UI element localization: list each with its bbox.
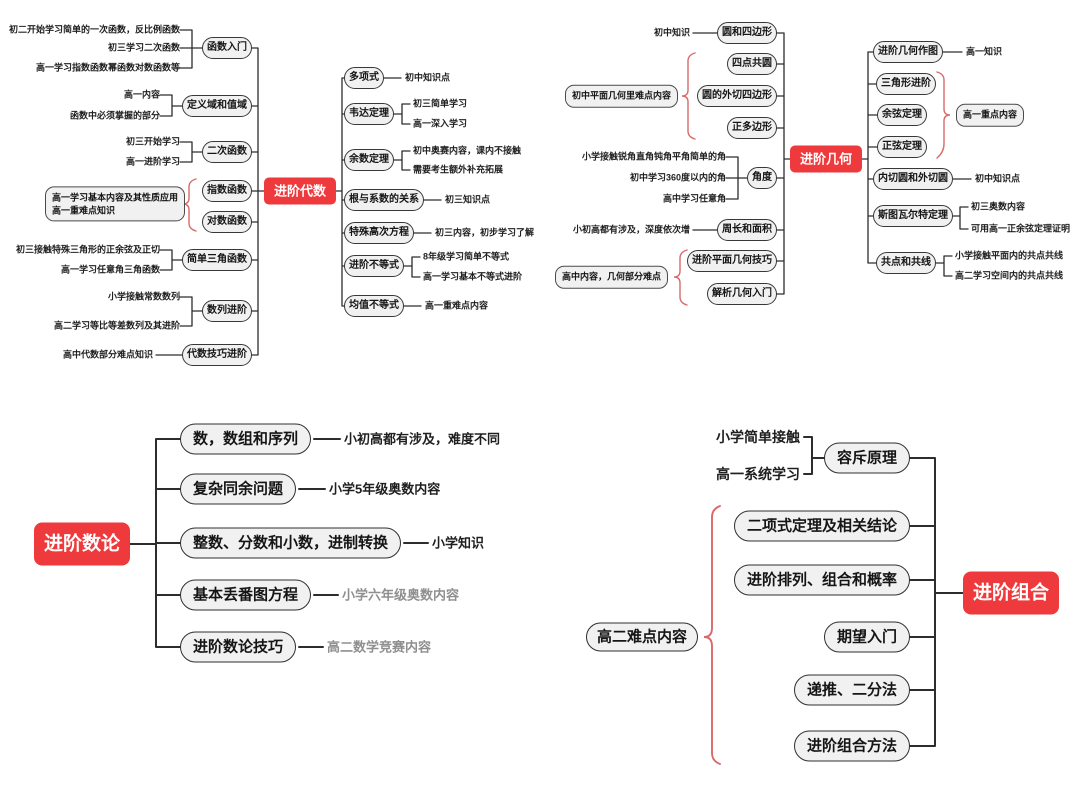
- topic-node: 简单三角函数: [182, 249, 252, 271]
- summary-box: 高二难点内容: [585, 622, 698, 652]
- note-text: 初三奥数内容: [971, 201, 1026, 212]
- topic-node: 指数函数: [202, 180, 252, 202]
- note-text: 高中学习任意角: [662, 193, 726, 204]
- topic-node: 整数、分数和小数，进制转换: [180, 527, 402, 559]
- note-text: 高一重难点内容: [425, 300, 489, 311]
- topic-node: 进阶不等式: [344, 255, 404, 277]
- topic-node: 余弦定理: [877, 104, 927, 126]
- topic-node: 圆和四边形: [717, 22, 777, 44]
- algebra-center-node: 进阶代数: [263, 177, 337, 205]
- topic-node: 容斥原理: [823, 442, 910, 474]
- note-text: 小初高都有涉及，难度不同: [344, 431, 501, 447]
- topic-node: 对数函数: [202, 211, 252, 233]
- topic-node: 基本丢番图方程: [180, 579, 312, 611]
- topic-node: 进阶排列、组合和概率: [733, 564, 910, 596]
- topic-node: 特殊高次方程: [344, 222, 414, 244]
- topic-node: 复杂同余问题: [180, 473, 297, 505]
- combinatorics-center-node: 进阶组合: [963, 571, 1060, 615]
- note-text: 高一进阶学习: [125, 156, 180, 167]
- summary-box: 高一学习基本内容及其性质应用 高一重难点知识: [44, 186, 185, 222]
- topic-node: 递推、二分法: [793, 674, 910, 706]
- note-text: 高一系统学习: [716, 466, 800, 482]
- note-text: 高一深入学习: [413, 118, 468, 129]
- note-text: 初三简单学习: [413, 98, 468, 109]
- topic-node: 进阶组合方法: [793, 730, 910, 762]
- topic-node: 内切圆和外切圆: [873, 168, 953, 190]
- topic-node: 进阶数论技巧: [180, 631, 297, 663]
- note-text: 初中奥赛内容，课内不接触: [413, 145, 522, 156]
- note-text: 高一知识: [966, 46, 1003, 57]
- topic-node: 定义域和值域: [182, 95, 252, 117]
- topic-node: 函数入门: [202, 37, 252, 59]
- topic-node: 二次函数: [202, 141, 252, 163]
- note-text: 初三内容，初步学习了解: [435, 227, 535, 238]
- note-text: 小学接触锐角直角钝角平角简单的角: [581, 151, 726, 162]
- topic-node: 进阶平面几何技巧: [687, 250, 777, 272]
- note-text: 8年级学习简单不等式: [423, 251, 510, 262]
- summary-box: 高一重点内容: [956, 103, 1025, 127]
- topic-node: 数列进阶: [202, 300, 252, 322]
- topic-node: 期望入门: [823, 621, 910, 653]
- note-text: 初三知识点: [445, 194, 491, 205]
- note-text: 初中学习360度以内的角: [629, 172, 726, 183]
- topic-node: 正弦定理: [877, 136, 927, 158]
- combinatorics-summary-brace: [703, 505, 721, 765]
- note-text: 高一学习指数函数幂函数对数函数等: [35, 62, 180, 73]
- note-text: 小学接触常数数列: [107, 291, 180, 302]
- topic-node: 余数定理: [344, 149, 394, 171]
- note-text: 小学简单接触: [716, 429, 800, 445]
- topic-node: 圆的外切四边形: [697, 85, 777, 107]
- topic-node: 二项式定理及相关结论: [733, 510, 910, 542]
- geometry-senior-brace: [673, 249, 688, 306]
- note-text: 高二学习空间内的共点共线: [955, 270, 1064, 281]
- topic-node: 韦达定理: [344, 103, 394, 125]
- topic-node: 均值不等式: [344, 295, 404, 317]
- geometry-center-node: 进阶几何: [789, 145, 863, 173]
- summary-line: 高一重难点知识: [51, 205, 115, 215]
- summary-box: 初中平面几何里难点内容: [564, 84, 678, 108]
- topic-node: 三角形进阶: [876, 73, 936, 95]
- note-text: 初中知识点: [975, 173, 1021, 184]
- topic-node: 角度: [747, 167, 777, 189]
- topic-node: 根与系数的关系: [344, 189, 424, 211]
- topic-node: 周长和面积: [717, 219, 777, 241]
- topic-node: 四点共圆: [727, 53, 777, 75]
- topic-node: 数，数组和序列: [180, 423, 312, 455]
- summary-box: 高中内容，几何部分难点: [554, 265, 668, 289]
- note-text: 高一内容: [123, 89, 160, 100]
- geometry-key-brace: [936, 71, 951, 159]
- note-text: 高二学习等比等差数列及其进阶: [53, 320, 180, 331]
- combinatorics-connectors: [803, 436, 964, 747]
- topic-node: 解析几何入门: [707, 283, 777, 305]
- geometry-plane-brace: [681, 52, 696, 140]
- note-text: 初三接触特殊三角形的正余弦及正切: [15, 244, 160, 255]
- note-text: 初二开始学习简单的一次函数，反比例函数: [8, 24, 180, 35]
- note-text: 可用高一正余弦定理证明: [971, 223, 1071, 234]
- note-text: 需要考生额外补充拓展: [413, 164, 504, 175]
- note-text: 小学5年级奥数内容: [329, 481, 441, 497]
- topic-node: 正多边形: [727, 117, 777, 139]
- note-text: 高一学习任意角三角函数: [60, 264, 160, 275]
- note-text: 初三学习二次函数: [107, 42, 180, 53]
- note-text: 初三开始学习: [125, 136, 180, 147]
- number-theory-connectors: [129, 438, 429, 648]
- topic-node: 进阶几何作图: [873, 41, 943, 63]
- topic-node: 共点和共线: [876, 252, 936, 274]
- note-text: 小学知识: [432, 535, 485, 551]
- note-text: 初中知识: [653, 27, 690, 38]
- number-theory-center-node: 进阶数论: [33, 522, 130, 566]
- note-text: 函数中必须掌握的部分: [69, 110, 160, 121]
- topic-node: 代数技巧进阶: [182, 344, 252, 366]
- note-text: 小学接触平面内的共点共线: [955, 250, 1064, 261]
- topic-node: 多项式: [344, 67, 384, 89]
- note-text: 高中代数部分难点知识: [62, 349, 153, 360]
- note-text: 小初高都有涉及，深度依次增: [572, 224, 690, 235]
- note-text: 高二数学竞赛内容: [327, 639, 432, 655]
- topic-node: 斯图瓦尔特定理: [873, 205, 953, 227]
- note-text: 高一学习基本不等式进阶: [423, 271, 523, 282]
- note-text: 小学六年级奥数内容: [342, 587, 460, 603]
- summary-line: 高一学习基本内容及其性质应用: [51, 192, 178, 203]
- note-text: 初中知识点: [405, 72, 451, 83]
